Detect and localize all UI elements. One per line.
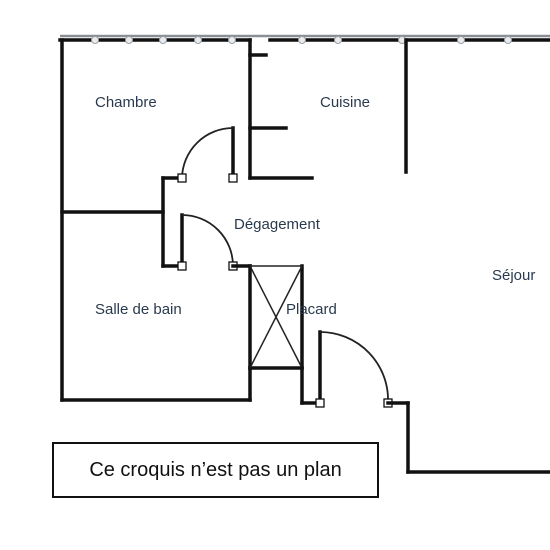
door-chambre: [177, 127, 238, 183]
label-salle-de-bain: Salle de bain: [95, 301, 182, 318]
door-sejour: [315, 331, 393, 408]
window-pins: [91, 36, 512, 44]
sejour-lower-wall: [386, 401, 550, 474]
disclaimer-text: Ce croquis n’est pas un plan: [89, 458, 342, 481]
label-chambre: Chambre: [95, 94, 157, 111]
chambre-bath-partition: [60, 176, 184, 268]
placard-cabinet: [231, 264, 304, 370]
label-cuisine: Cuisine: [320, 94, 370, 111]
door-salle-de-bain: [177, 214, 238, 271]
chambre-cuisine-partition: [231, 38, 314, 180]
label-placard: Placard: [286, 301, 337, 318]
label-degagement: Dégagement: [234, 216, 321, 233]
outer-walls: [60, 38, 252, 402]
label-sejour: Séjour: [492, 267, 535, 284]
placard-stub: [300, 330, 322, 405]
disclaimer-box: Ce croquis n’est pas un plan: [52, 442, 379, 498]
